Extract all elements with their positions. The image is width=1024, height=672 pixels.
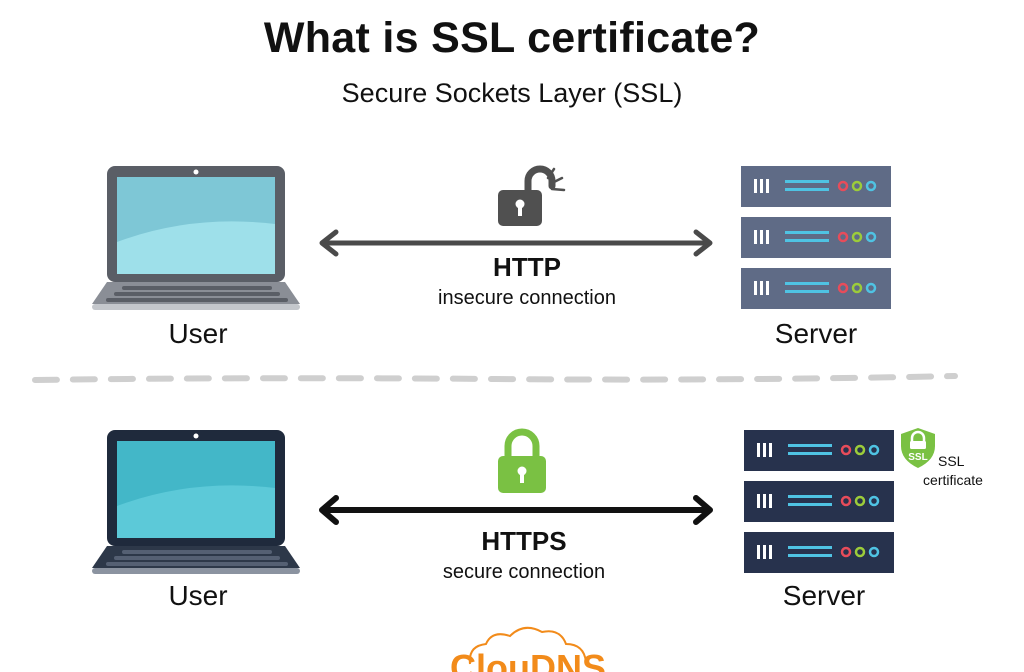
- server-unit: [741, 217, 891, 258]
- https-double-arrow: [319, 495, 713, 525]
- server-unit: [744, 481, 894, 522]
- user-label-top: User: [168, 318, 228, 349]
- user-laptop-icon: [92, 166, 300, 310]
- server-unit: [741, 166, 891, 207]
- ssl-shield-icon: SSL: [901, 428, 935, 468]
- user-laptop-icon: [92, 430, 300, 574]
- ssl-shield-label: SSL: [908, 452, 927, 463]
- server-stack-top: [741, 166, 891, 309]
- page-title: What is SSL certificate?: [263, 14, 761, 62]
- protocol-http: HTTP: [493, 252, 561, 282]
- server-label-bottom: Server: [782, 580, 866, 611]
- ssl-certificate-line1: SSL: [938, 453, 965, 469]
- ssl-certificate-line2: certificate: [923, 472, 983, 488]
- http-double-arrow: [319, 229, 713, 257]
- locked-padlock-icon: [498, 428, 546, 493]
- unlocked-padlock-icon: [498, 165, 566, 226]
- protocol-https: HTTPS: [481, 526, 567, 556]
- server-unit: [744, 430, 894, 471]
- ssl-certificate-label: SSL certificate: [918, 452, 988, 490]
- page-subtitle: Secure Sockets Layer (SSL): [341, 78, 683, 108]
- protocol-http-description: insecure connection: [438, 287, 616, 309]
- cloudns-logo-text: ClouDNS: [450, 647, 606, 672]
- server-stack-bottom: [744, 430, 894, 573]
- server-unit: [741, 268, 891, 309]
- section-divider: [32, 373, 958, 383]
- user-label-bottom: User: [168, 580, 228, 611]
- cloudns-logo: ClouDNS: [450, 626, 606, 672]
- server-unit: [744, 532, 894, 573]
- protocol-https-description: secure connection: [442, 561, 606, 583]
- server-label-top: Server: [774, 318, 858, 349]
